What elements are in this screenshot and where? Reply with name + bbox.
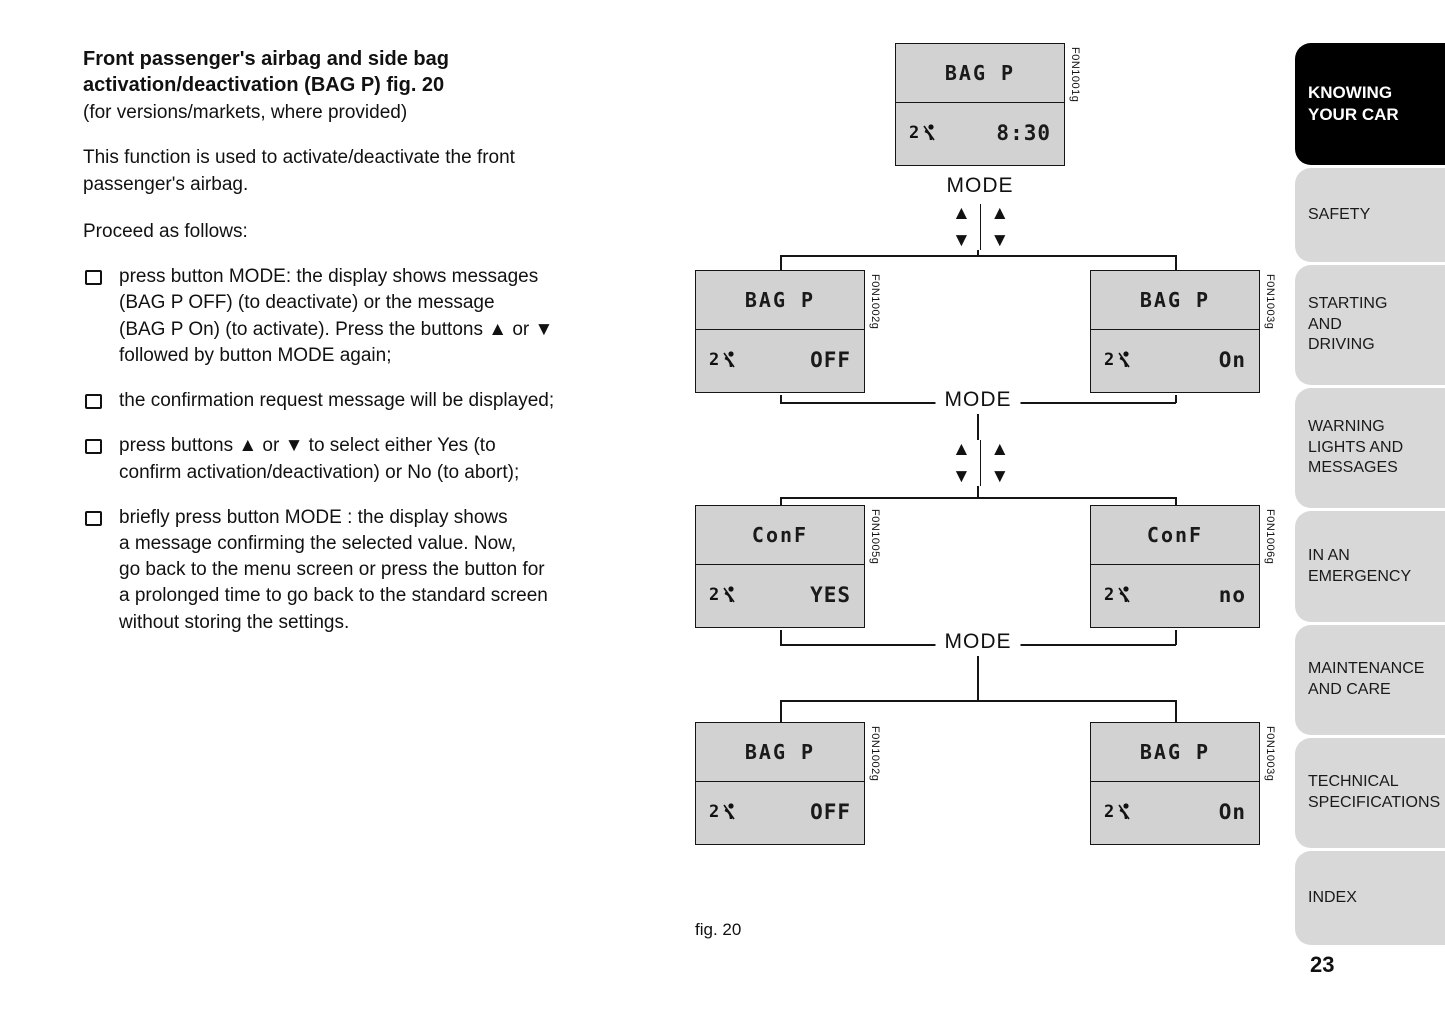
connector-line — [1175, 255, 1177, 270]
screen-conf-no: ConF 2 no F0N1006g — [1090, 505, 1276, 628]
up-arrow-icon: ▲ — [952, 439, 971, 460]
tab-in-an-emergency[interactable]: IN AN EMERGENCY — [1295, 511, 1445, 622]
mode-label: MODE — [935, 388, 1021, 412]
figure-code: F0N1003g — [1264, 726, 1276, 782]
connector-line — [1175, 630, 1177, 645]
figure-code: F0N1001g — [1069, 47, 1081, 103]
page-subtitle: (for versions/markets, where provided) — [83, 101, 408, 123]
intro-paragraph: This function is used to activate/deacti… — [83, 147, 515, 196]
down-arrow-icon: ▼ — [990, 230, 1010, 251]
connector-line — [780, 700, 782, 722]
connector-line — [977, 656, 979, 700]
bullet-icon — [85, 439, 102, 455]
passenger-seatbelt-icon: 2 — [709, 350, 737, 370]
display-value: YES — [810, 583, 851, 607]
down-arrow-icon: ▼ — [952, 466, 971, 487]
display-value: no — [1218, 583, 1246, 607]
passenger-seatbelt-icon: 2 — [709, 802, 737, 822]
screen-bagp-on-result: BAG P 2 On F0N1003g — [1090, 722, 1276, 845]
divider — [979, 440, 982, 486]
screen-bagp-standard: BAG P 2 8:30 F0N1001g — [895, 43, 1081, 166]
screen-bagp-off-result: BAG P 2 OFF F0N1002g — [695, 722, 881, 845]
connector-line — [1175, 395, 1177, 403]
page-number: 23 — [1310, 952, 1335, 977]
tab-safety[interactable]: SAFETY — [1295, 168, 1445, 262]
bullet-text: press button MODE: the display shows mes… — [119, 266, 554, 366]
display-value: On — [1218, 800, 1246, 824]
display-title: ConF — [751, 523, 809, 547]
display-title: BAG P — [744, 740, 816, 764]
updown-arrows: ▲ ▼ ▲ ▼ — [952, 440, 1009, 486]
tab-warning-lights-and-messages[interactable]: WARNING LIGHTS AND MESSAGES — [1295, 388, 1445, 508]
connector-line — [780, 630, 782, 645]
figure-caption: fig. 20 — [695, 920, 742, 939]
screen-bagp-on: BAG P 2 On F0N1003g — [1090, 270, 1276, 393]
connector-line — [977, 486, 979, 498]
proceed-paragraph: Proceed as follows: — [83, 220, 248, 242]
up-arrow-icon: ▲ — [990, 439, 1010, 460]
list-item: the confirmation request message will be… — [83, 388, 668, 414]
display-title: BAG P — [1139, 288, 1211, 312]
passenger-seatbelt-icon: 2 — [709, 585, 737, 605]
up-arrow-icon: ▲ — [952, 203, 971, 224]
display-title: BAG P — [744, 288, 816, 312]
up-arrow-icon: ▲ — [990, 203, 1010, 224]
connector-line — [977, 250, 979, 256]
instruction-column: Front passenger's airbag and side bag ac… — [83, 46, 668, 636]
connector-line — [780, 255, 1176, 257]
divider — [979, 204, 982, 250]
connector-line — [1175, 700, 1177, 722]
figure-code: F0N1002g — [869, 726, 881, 782]
bullet-icon — [85, 270, 102, 286]
passenger-seatbelt-icon: 2 — [1104, 802, 1132, 822]
display-value: OFF — [810, 800, 851, 824]
bullet-text: briefly press button MODE : the display … — [119, 506, 548, 633]
display-value: OFF — [810, 348, 851, 372]
tab-maintenance-and-care[interactable]: MAINTENANCE AND CARE — [1295, 625, 1445, 735]
connector-line — [780, 395, 782, 403]
bullet-icon — [85, 510, 102, 526]
figure-code: F0N1003g — [1264, 274, 1276, 330]
mode-label: MODE — [935, 630, 1021, 654]
down-arrow-icon: ▼ — [990, 466, 1010, 487]
mode-label: MODE — [937, 174, 1023, 198]
tab-starting-and-driving[interactable]: STARTING AND DRIVING — [1295, 265, 1445, 385]
connector-line — [780, 497, 1176, 499]
screen-conf-yes: ConF 2 YES F0N1005g — [695, 505, 881, 628]
display-title: ConF — [1146, 523, 1204, 547]
figure-code: F0N1006g — [1264, 509, 1276, 565]
list-item: press buttons ▲ or ▼ to select either Ye… — [83, 433, 668, 485]
list-item: press button MODE: the display shows mes… — [83, 264, 668, 369]
passenger-seatbelt-icon: 2 — [1104, 350, 1132, 370]
display-title: BAG P — [1139, 740, 1211, 764]
passenger-seatbelt-icon: 2 — [1104, 585, 1132, 605]
list-item: briefly press button MODE : the display … — [83, 505, 668, 636]
connector-line — [1175, 497, 1177, 505]
display-value: 8:30 — [996, 121, 1051, 145]
connector-line — [780, 700, 1176, 702]
page-title: Front passenger's airbag and side bag ac… — [83, 48, 449, 97]
down-arrow-icon: ▼ — [952, 230, 971, 251]
connector-line — [780, 255, 782, 270]
display-title: BAG P — [944, 61, 1016, 85]
bullet-icon — [85, 394, 102, 410]
figure-code: F0N1002g — [869, 274, 881, 330]
display-value: On — [1218, 348, 1246, 372]
tab-knowing-your-car[interactable]: KNOWING YOUR CAR — [1295, 43, 1445, 165]
connector-line — [977, 414, 979, 440]
tab-index[interactable]: INDEX — [1295, 851, 1445, 945]
passenger-seatbelt-icon: 2 — [909, 123, 937, 143]
updown-arrows: ▲ ▼ ▲ ▼ — [952, 204, 1009, 250]
figure-code: F0N1005g — [869, 509, 881, 565]
tab-technical-specifications[interactable]: TECHNICAL SPECIFICATIONS — [1295, 738, 1445, 848]
bullet-text: the confirmation request message will be… — [119, 390, 555, 412]
screen-bagp-off: BAG P 2 OFF F0N1002g — [695, 270, 881, 393]
bullet-text: press buttons ▲ or ▼ to select either Ye… — [119, 435, 520, 483]
connector-line — [780, 497, 782, 505]
